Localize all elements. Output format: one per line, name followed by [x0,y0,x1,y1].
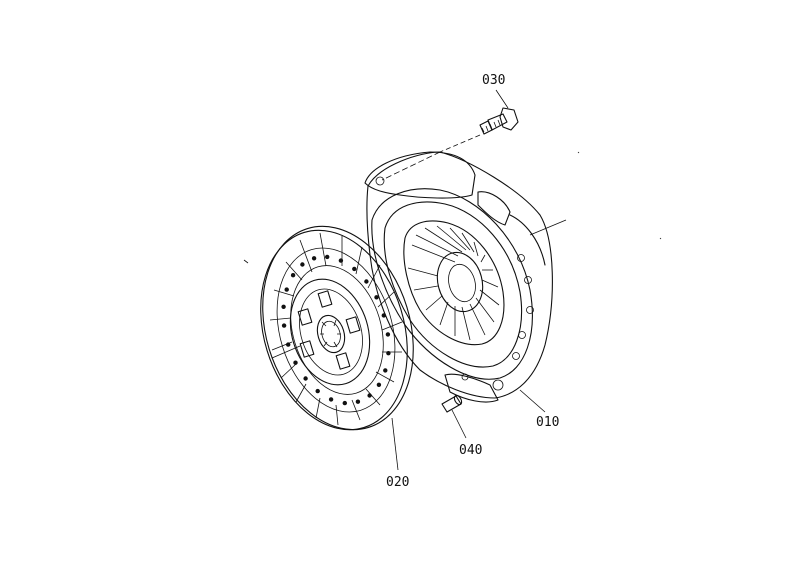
rivet-hole [385,332,391,337]
rivet-hole [383,368,388,373]
dowel-pin[interactable] [441,394,467,439]
rivet-hole [381,313,386,318]
rivet-holes [281,254,391,406]
rivet-hole [386,351,391,356]
rivet-hole [355,399,361,404]
rivet-hole [311,256,317,261]
rivet-hole [374,295,379,300]
rivet-hole [290,273,296,278]
rivet-hole [286,342,291,347]
part-label-030: 030 [482,73,505,88]
part-label-020: 020 [386,475,409,490]
diaphragm-spring [407,225,500,341]
part-label-010: 010 [536,415,559,430]
rivet-hole [328,397,334,402]
rivet-hole [352,266,357,272]
rivet-hole [284,287,289,292]
rivet-hole [325,254,330,260]
rivet-hole [315,388,320,394]
rivet-hole [338,258,344,263]
rivet-hole [342,400,347,406]
rivet-hole [281,304,286,309]
rivet-hole [303,376,308,381]
rivet-hole [364,279,369,284]
clutch-disc-assembly[interactable] [237,207,437,471]
friction-grooves [269,232,403,426]
rivet-hole [376,382,382,387]
rivet-hole [281,323,287,328]
rivet-hole [367,393,372,398]
clutch-cover-assembly[interactable] [364,151,567,413]
rivet-hole [293,360,298,365]
bolt[interactable] [381,89,519,181]
rivet-hole [300,262,305,267]
part-label-040: 040 [459,443,482,458]
